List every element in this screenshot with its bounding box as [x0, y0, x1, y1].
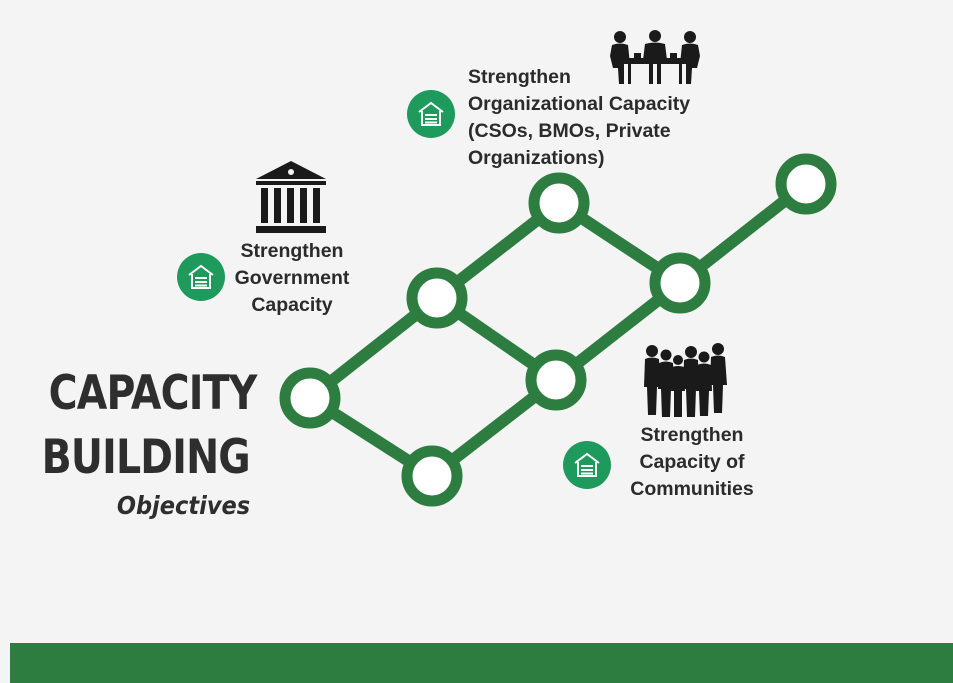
network-node — [528, 172, 590, 234]
government-building-icon — [256, 161, 326, 233]
network-node — [525, 349, 587, 411]
network-node — [649, 252, 711, 314]
label-line: Government — [234, 267, 350, 289]
network-node — [279, 367, 341, 429]
network-nodes — [279, 153, 837, 507]
subtitle-objectives: Objectives — [116, 491, 250, 520]
objective-communities-label: Strengthen Capacity of Communities — [622, 422, 762, 503]
objective-organizational-label: Strengthen Organizational Capacity (CSOs… — [468, 64, 690, 172]
objective-government-label: Strengthen Government Capacity — [230, 238, 354, 319]
label-line: Strengthen — [240, 240, 344, 262]
network-node — [775, 153, 837, 215]
label-line: (CSOs, BMOs, Private — [468, 120, 671, 142]
label-line: Capacity of — [639, 451, 745, 473]
house-icon — [563, 441, 611, 489]
label-line: Strengthen — [640, 424, 744, 446]
network-node — [406, 267, 468, 329]
footer-bar — [10, 643, 953, 683]
people-group-icon — [644, 343, 727, 417]
label-line: Communities — [630, 478, 754, 500]
house-icon — [177, 253, 225, 301]
label-line: Organizational Capacity — [468, 93, 691, 115]
house-icon — [407, 90, 455, 138]
meeting-table-icon — [610, 30, 700, 84]
label-line: Organizations) — [468, 147, 605, 169]
network-node — [401, 445, 463, 507]
title-capacity: CAPACITY — [48, 366, 257, 421]
label-line: Capacity — [251, 294, 333, 316]
label-line: Strengthen — [468, 66, 571, 88]
title-building: BUILDING — [41, 430, 251, 485]
